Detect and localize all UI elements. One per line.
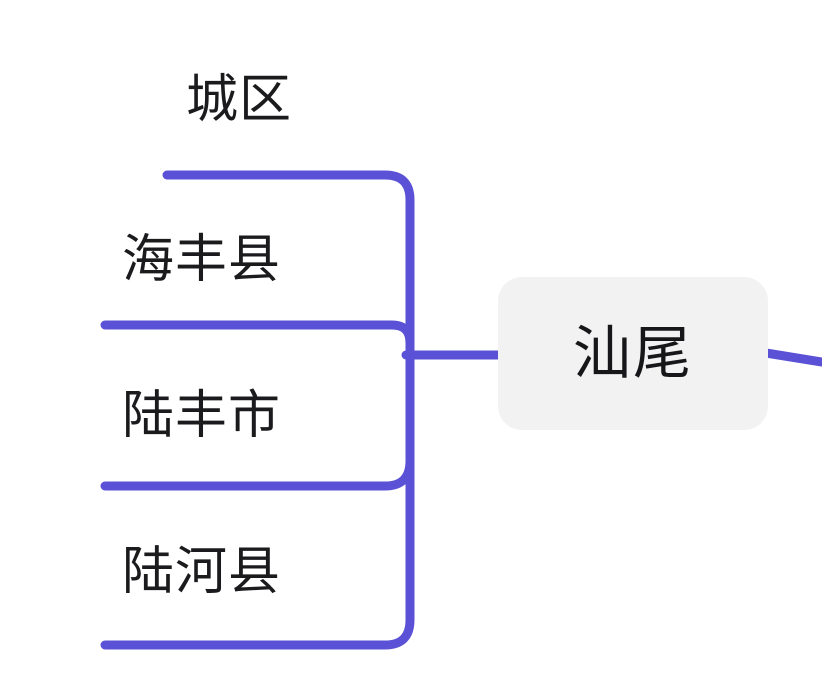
branch-connector-haifengxian [100, 320, 415, 360]
root-node[interactable]: 汕尾 [498, 277, 768, 430]
root-connector-right [761, 348, 822, 367]
branch-label-haifengxian[interactable]: 海丰县 [122, 231, 282, 289]
branch-label-lufengshi[interactable]: 陆丰市 [122, 387, 282, 445]
branch-label-chengqu[interactable]: 城区 [186, 71, 293, 129]
branch-connector-luhexian [100, 350, 415, 650]
branch-connector-chengqu [162, 170, 415, 360]
root-node-label: 汕尾 [572, 320, 693, 386]
branch-label-luhexian[interactable]: 陆河县 [122, 543, 282, 601]
